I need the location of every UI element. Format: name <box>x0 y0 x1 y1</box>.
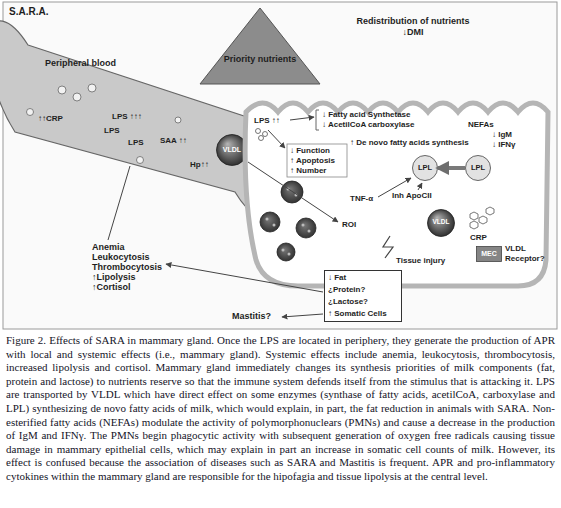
annotation-label: NEFAs <box>468 120 494 130</box>
blood-particles <box>27 84 182 164</box>
annotation-label: CRP <box>470 233 487 243</box>
annotation-label: ↑ Number <box>290 166 326 176</box>
node-outline <box>245 103 548 286</box>
node-text: ¿Lactose? <box>328 297 368 307</box>
node-outline <box>428 210 455 237</box>
node-text: Priority nutrients <box>222 54 298 65</box>
node-outline <box>413 156 438 181</box>
annotation-label: LPS ↑↑↑ <box>112 112 142 122</box>
node-shape <box>200 8 320 84</box>
annotation-label: ROI <box>342 220 356 230</box>
lpl-circle: LPL <box>465 155 491 181</box>
arrow <box>166 264 323 292</box>
annotation-label: VLDL Receptor? <box>505 244 549 264</box>
annotation-label: ↑ Apoptosis <box>290 156 335 166</box>
mec-box: MEC <box>476 246 502 262</box>
annotation-label: Thrombocytosis <box>92 262 162 273</box>
flow-arrow <box>438 166 465 170</box>
pmn-cell <box>260 181 316 261</box>
node-text: VLDL <box>427 218 455 227</box>
annotation-label: ↓ Function <box>290 146 330 156</box>
annotation-label: ↑Lipolysis <box>92 272 136 283</box>
node-text: MEC <box>476 249 502 258</box>
annotation-label: Hp↑↑ <box>190 160 209 170</box>
annotation-label: LPS ↑↑ <box>254 116 280 126</box>
annotation-label: ↓ IgM <box>492 130 512 140</box>
node-outline <box>477 247 502 262</box>
figure-frame <box>3 2 557 329</box>
annotation-label: Tissue injury <box>396 256 445 266</box>
node-outline <box>466 156 491 181</box>
node-outline <box>325 271 402 322</box>
node-text: Peripheral blood <box>45 58 116 69</box>
annotation-label: LPS <box>128 138 144 148</box>
annotation-label: ↓ Fatty acid Synthetase <box>322 110 410 120</box>
priority-triangle: Priority nutrients <box>200 8 320 84</box>
node-shape <box>238 92 553 292</box>
arrow <box>282 314 323 317</box>
milk-effects-box: ↓ Fat ¿Protein? ¿Lactose? ↑ Somatic Cells <box>324 270 402 322</box>
annotation-label: ↓ IFNγ <box>492 140 516 150</box>
annotation-label: Mastitis? <box>232 311 271 322</box>
annotation-label: LPS <box>104 126 120 136</box>
node-text: ↓ Fat <box>328 273 346 283</box>
annotation-label: Inh ApoCII <box>392 191 432 201</box>
lps-particles <box>256 129 268 141</box>
arrow <box>378 178 411 197</box>
node-outline <box>200 8 320 84</box>
annotation-label: SAA ↑↑ <box>160 136 187 146</box>
annotation-label: ↑Cortisol <box>92 282 131 293</box>
node-text: ¿Protein? <box>328 285 365 295</box>
arrow <box>248 162 338 222</box>
bracket <box>316 110 319 130</box>
annotation-label: ↓ AcetilCoA carboxylase <box>322 120 414 130</box>
pmn-texture <box>266 188 311 256</box>
node-text: ↑ Somatic Cells <box>328 309 387 319</box>
node-text: LPL <box>412 163 438 173</box>
annotation-label: Leukocytosis <box>92 252 150 263</box>
annotation-label: Anemia <box>92 242 125 253</box>
figure-caption: Figure 2. Effects of SARA in mammary gla… <box>6 334 555 484</box>
bracket-box <box>287 144 347 177</box>
node-text: Redistribution of nutrients ↓DMI <box>348 16 478 38</box>
mammary-gland: Redistribution of nutrients ↓DMILPLLPLVL… <box>238 92 553 292</box>
annotation-label: ↑↑CRP <box>38 114 63 124</box>
arrow <box>290 117 314 120</box>
annotation-label: TNF-α <box>350 194 373 204</box>
annotation-label: ↑ De novo fatty acids synthesis <box>350 138 469 148</box>
figure-title: S.A.R.A. <box>9 6 48 18</box>
arrow <box>418 183 422 190</box>
crp-hexagons <box>470 207 494 229</box>
arrow <box>268 130 285 148</box>
node-text: LPL <box>465 163 491 173</box>
leader-line <box>108 166 130 240</box>
lpl-circle: LPL <box>412 155 438 181</box>
vldl-sphere: VLDL <box>427 209 455 237</box>
lightning-symbol <box>383 236 393 258</box>
